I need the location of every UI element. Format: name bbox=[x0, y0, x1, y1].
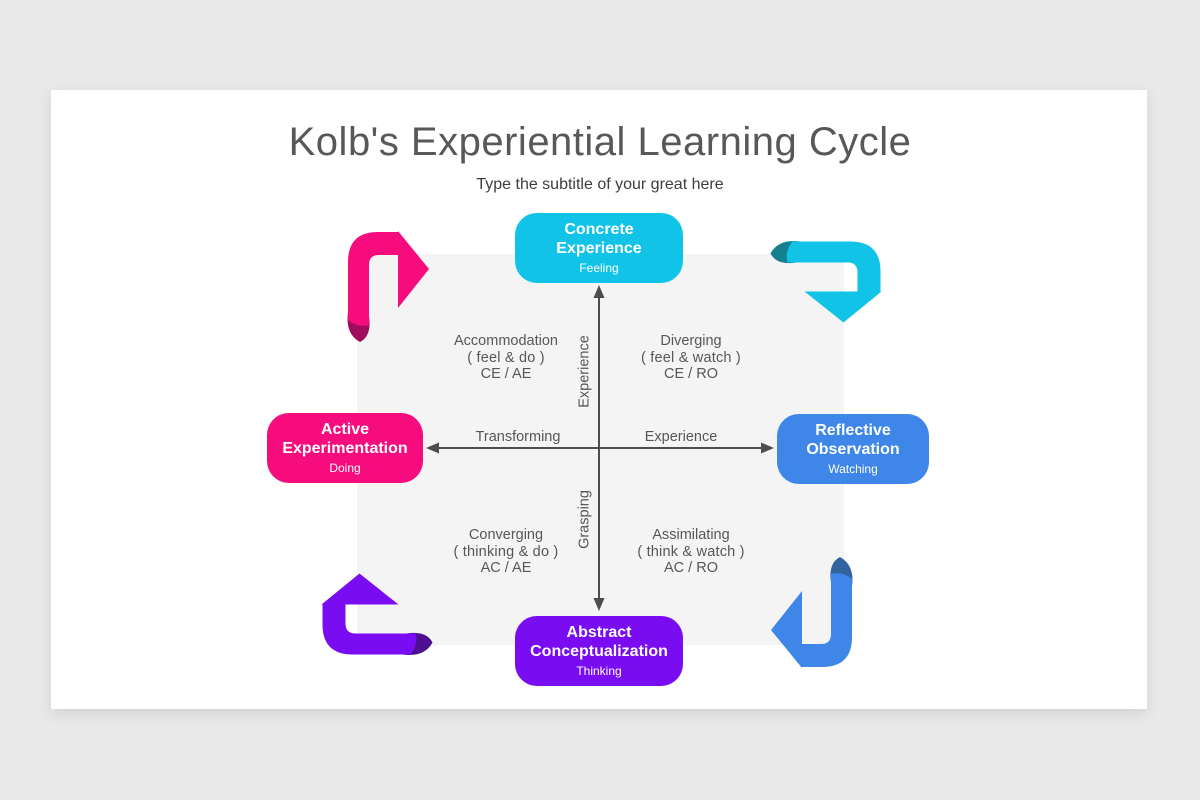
stage-tag: Watching bbox=[828, 461, 878, 476]
cycle-ribbon-arrow-right-icon bbox=[347, 231, 429, 342]
quadrant-modes: ( think & watch ) bbox=[637, 543, 745, 560]
quadrant-abbr: CE / AE bbox=[480, 366, 532, 382]
stage-abstract-conceptualization: Abstract Conceptualization Thinking bbox=[515, 616, 683, 686]
axis-label-experience-horizontal: Experience bbox=[644, 429, 718, 445]
quadrant-modes: ( feel & do ) bbox=[467, 349, 545, 366]
quadrant-abbr: CE / RO bbox=[664, 366, 718, 382]
quadrant-style-name: Diverging bbox=[660, 333, 722, 349]
ribbon-body bbox=[771, 573, 852, 668]
quadrant-style-name: Assimilating bbox=[652, 527, 730, 543]
cycle-ribbon-arrow-down-icon bbox=[770, 241, 882, 323]
stage-tag: Doing bbox=[329, 460, 361, 475]
quadrant-modes: ( feel & watch ) bbox=[641, 349, 741, 366]
stage-reflective-observation: Reflective Observation Watching bbox=[777, 414, 929, 484]
page-title: Kolb's Experiential Learning Cycle bbox=[288, 120, 912, 164]
ribbon-body bbox=[786, 241, 882, 323]
quadrant-style-name: Accommodation bbox=[454, 333, 558, 349]
stage-tag: Feeling bbox=[579, 260, 619, 275]
ribbon-body bbox=[321, 573, 417, 655]
quadrant-assimilating: Assimilating ( think & watch ) AC / RO bbox=[591, 527, 791, 577]
quadrant-abbr: AC / AE bbox=[480, 560, 532, 576]
stage-name: Concrete Experience bbox=[556, 221, 642, 257]
quadrant-style-name: Converging bbox=[468, 527, 544, 543]
quadrant-modes: ( thinking & do ) bbox=[453, 543, 559, 560]
stage-tag: Thinking bbox=[576, 663, 622, 678]
cycle-ribbon-arrow-up-icon bbox=[321, 573, 433, 655]
quadrant-abbr: AC / RO bbox=[664, 560, 718, 576]
page-subtitle: Type the subtitle of your great here bbox=[476, 176, 724, 193]
quadrant-accommodation: Accommodation ( feel & do ) CE / AE bbox=[406, 333, 606, 383]
stage-name: Active Experimentation bbox=[282, 421, 408, 457]
stage-concrete-experience: Concrete Experience Feeling bbox=[515, 213, 683, 283]
stage-name: Abstract Conceptualization bbox=[530, 624, 668, 660]
quadrant-converging: Converging ( thinking & do ) AC / AE bbox=[406, 527, 606, 577]
cycle-ribbon-arrow-left-icon bbox=[771, 557, 853, 668]
quadrant-diverging: Diverging ( feel & watch ) CE / RO bbox=[591, 333, 791, 383]
axis-label-transforming: Transforming bbox=[475, 429, 561, 445]
stage-name: Reflective Observation bbox=[806, 422, 900, 458]
stage-active-experimentation: Active Experimentation Doing bbox=[267, 413, 423, 483]
ribbon-body bbox=[348, 231, 429, 326]
